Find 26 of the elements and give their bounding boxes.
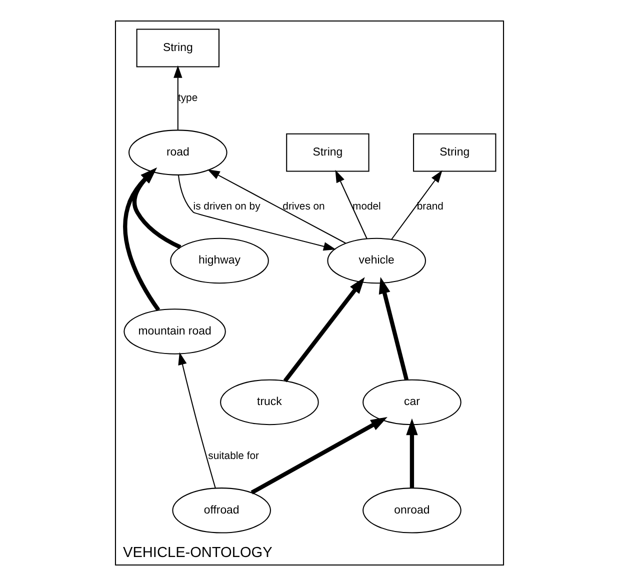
node-ellipse: onroad [362, 488, 462, 534]
edge-label: suitable for [208, 450, 259, 462]
node-ellipse: truck [220, 379, 319, 426]
node-ellipse: mountain road [124, 308, 226, 354]
node-ellipse: offroad [172, 488, 271, 534]
node-ellipse: road [128, 130, 228, 176]
edge-label: model [352, 201, 381, 212]
edge-label: is driven on by [193, 201, 260, 212]
node-ellipse: vehicle [327, 238, 426, 284]
arrow [174, 65, 182, 130]
node-ellipse: car [362, 379, 462, 426]
arrow [178, 352, 216, 488]
edge-label: drives on [282, 201, 325, 212]
node-ellipse: highway [170, 238, 269, 284]
arrow [335, 170, 368, 239]
arrow [406, 418, 418, 488]
arrow [178, 174, 336, 251]
arrow [250, 416, 388, 494]
node-box: String [136, 28, 220, 68]
node-box: String [413, 133, 496, 172]
arrow [207, 169, 346, 244]
edge-label: brand [416, 201, 444, 212]
node-box: String [286, 133, 370, 172]
arrow [391, 170, 442, 240]
arrow [378, 276, 409, 380]
arrow [283, 277, 365, 382]
